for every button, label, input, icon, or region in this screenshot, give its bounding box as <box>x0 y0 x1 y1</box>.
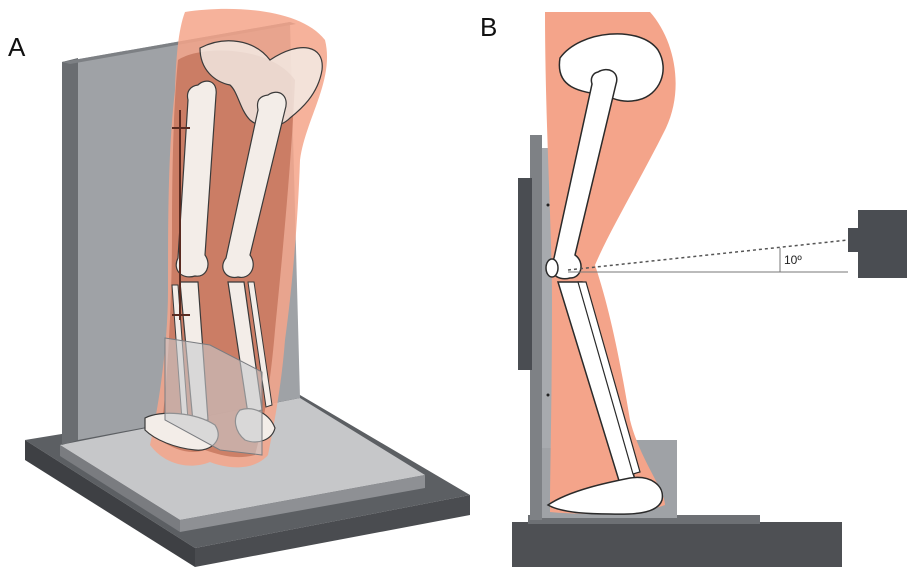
panel-a: A <box>0 0 490 567</box>
patella <box>546 259 558 277</box>
base-block <box>512 522 842 567</box>
beam-dotted <box>568 240 848 270</box>
angle-label: 10º <box>784 253 802 267</box>
panel-a-illustration <box>0 0 490 567</box>
detector <box>518 178 532 370</box>
camera-body <box>858 210 907 278</box>
panel-b-illustration <box>490 0 907 567</box>
wall-edge <box>62 58 78 445</box>
panel-b: B 10º <box>490 0 907 567</box>
